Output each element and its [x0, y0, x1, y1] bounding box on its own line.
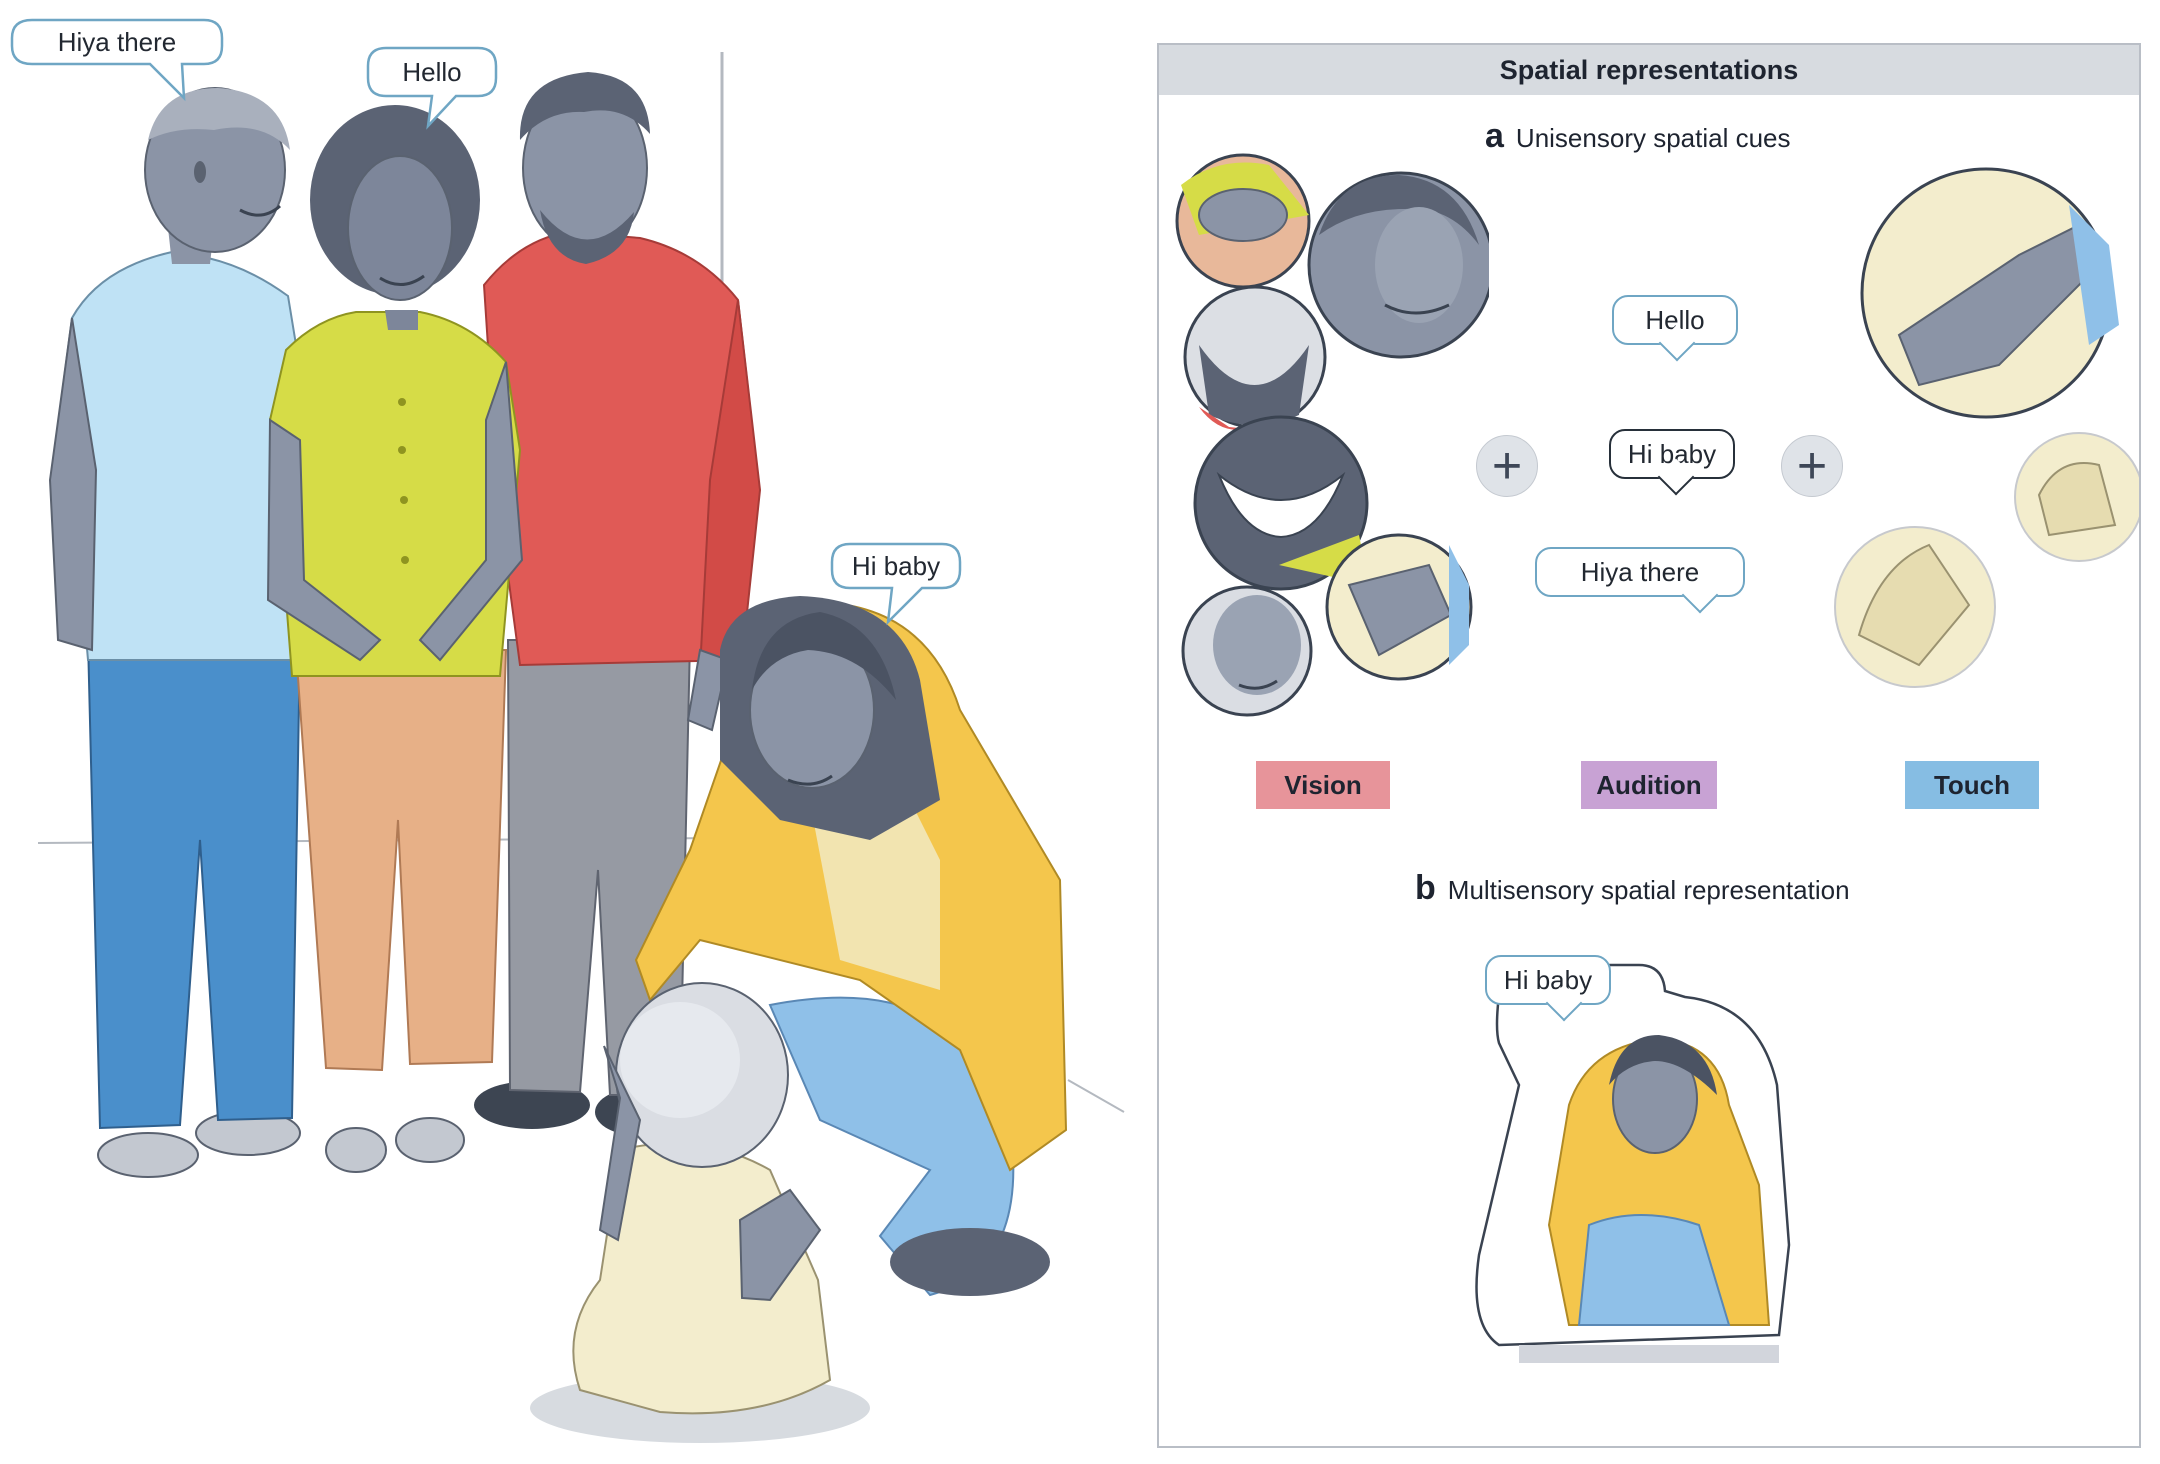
baby	[530, 982, 870, 1443]
section-b-title: Multisensory spatial representation	[1447, 875, 1850, 905]
speech-text-woman-yellow: Hello	[402, 57, 461, 87]
vision-circle-man-face	[1181, 585, 1313, 717]
legend-touch: Touch	[1905, 761, 2039, 809]
legend-vision: Vision	[1256, 761, 1390, 809]
vision-circle-bearded-man	[1183, 285, 1327, 431]
multisensory-jeans	[1577, 1214, 1731, 1326]
floor-line-right	[1067, 1079, 1125, 1113]
multisensory-figure	[1475, 963, 1791, 1363]
spatial-representations-panel: Spatial representations a Unisensory spat…	[1157, 43, 2141, 1448]
vision-cues-cluster	[1175, 153, 1489, 717]
plus-sign-right: +	[1781, 435, 1843, 497]
audition-bubble-hiya-there-text: Hiya there	[1580, 556, 1700, 587]
multisensory-bubble-hi-baby: Hi baby	[1485, 955, 1611, 1022]
speech-text-mother: Hi baby	[852, 551, 940, 581]
vision-circle-woman-face	[1307, 171, 1489, 359]
man-light-blue-shirt	[48, 87, 312, 1178]
audition-bubble-hiya-there: Hiya there	[1535, 547, 1745, 614]
section-a-heading: a Unisensory spatial cues	[1485, 117, 1791, 156]
woman-yellow-shirt	[266, 105, 524, 1173]
section-a-letter: a	[1485, 117, 1504, 155]
touch-circle-hand-on-back-large	[1860, 167, 2119, 419]
panel-title: Spatial representations	[1159, 45, 2139, 95]
mother-yellow-cardigan	[634, 596, 1068, 1297]
touch-cues-cluster	[1834, 167, 2139, 688]
legend-audition: Audition	[1581, 761, 1717, 809]
speech-text-man-left: Hiya there	[58, 27, 177, 57]
section-b-letter: b	[1415, 869, 1436, 907]
vision-circle-hands	[1175, 153, 1311, 289]
family-scene-illustration: Hiya there Hello Hi baby	[10, 18, 1125, 1443]
speech-bubble-mother: Hi baby	[830, 542, 962, 626]
touch-circle-baby-knee	[1834, 526, 1996, 688]
multisensory-floor-shadow	[1519, 1345, 1779, 1363]
plus-sign-left: +	[1476, 435, 1538, 497]
man-red-sweater	[474, 72, 762, 1136]
section-a-title: Unisensory spatial cues	[1515, 123, 1791, 153]
audition-bubble-hi-baby: Hi baby	[1609, 429, 1735, 496]
multisensory-hair	[1609, 1035, 1717, 1095]
speech-bubble-man-left: Hiya there	[10, 18, 224, 102]
vision-circle-hand-on-back	[1325, 533, 1473, 681]
multisensory-bubble-text: Hi baby	[1503, 964, 1593, 995]
section-b-heading: b Multisensory spatial representation	[1415, 869, 1850, 908]
touch-circle-baby-foot	[2014, 432, 2139, 562]
audition-bubble-hello: Hello	[1612, 295, 1738, 362]
speech-bubble-woman-yellow: Hello	[366, 46, 498, 130]
